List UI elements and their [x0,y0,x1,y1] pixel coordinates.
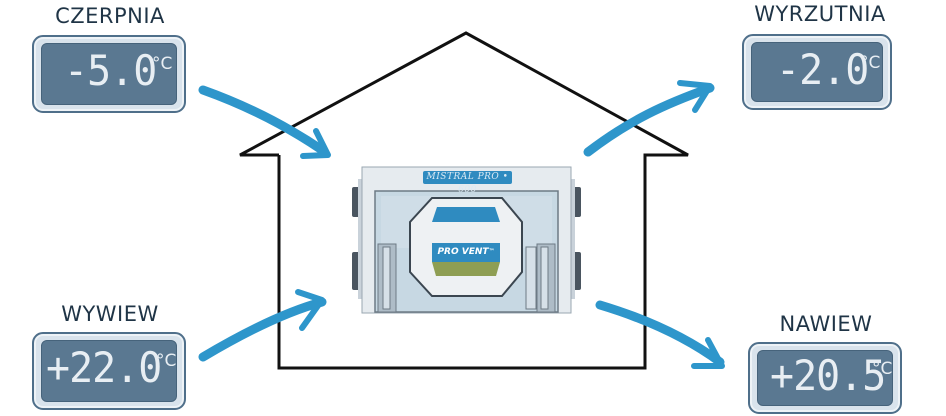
ventilation-unit [352,166,581,314]
sensor-wyrzutnia: WYRZUTNIA -2.0 °C [740,2,900,114]
temperature-unit: °C [872,359,893,379]
temperature-display: -5.0 °C [32,35,186,113]
temperature-value: -5.0 [64,46,157,95]
temperature-display: +20.5 °C [748,342,902,414]
sensor-nawiew: NAWIEW +20.5 °C [746,312,906,416]
temperature-unit: °C [152,54,173,74]
arrow-exhaust [583,80,715,157]
sensor-label: CZERPNIA [55,4,165,28]
house-outline [239,31,689,370]
brand-name: PRO VENT [437,247,489,257]
temperature-unit: °C [156,351,177,371]
temperature-display: +22.0 °C [32,332,186,410]
sensor-label: WYRZUTNIA [754,2,886,26]
sensor-label: NAWIEW [779,312,873,336]
temperature-display: -2.0 °C [742,34,892,110]
unit-model-label: MISTRAL PRO • 600 [423,171,512,195]
arrow-intake [198,85,331,159]
sensor-czerpnia: CZERPNIA -5.0 °C [30,4,190,116]
trademark-mark: ™ [488,248,495,255]
temperature-value: +20.5 [770,351,886,400]
unit-brand-logo: PRO VENT™ [432,246,500,258]
arrow-supply [595,300,725,369]
arrow-extract [198,289,327,362]
temperature-value: +22.0 [46,343,162,392]
sensor-label: WYWIEW [61,302,159,326]
temperature-unit: °C [860,53,881,73]
temperature-value: -2.0 [776,45,869,94]
sensor-wywiew: WYWIEW +22.0 °C [30,300,190,412]
